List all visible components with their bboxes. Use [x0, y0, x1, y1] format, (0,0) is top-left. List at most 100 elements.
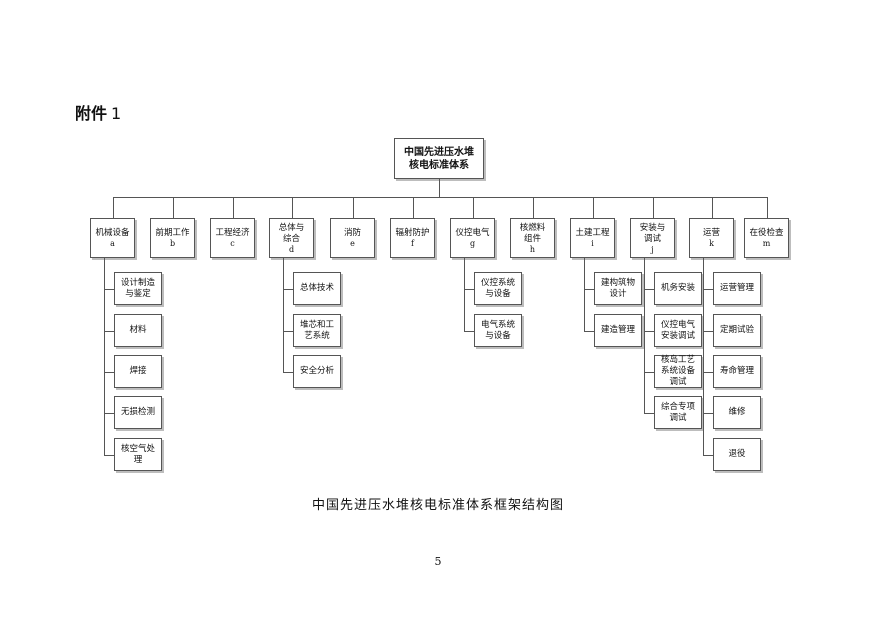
subitem-label: 机务安装 — [660, 283, 695, 293]
category-connector — [352, 197, 354, 218]
subitem-connector — [644, 412, 654, 414]
subitem-connector — [644, 288, 654, 290]
subitem-label: 与鉴定 — [125, 288, 151, 299]
category-name: 辐射防护 — [395, 228, 430, 238]
subitem-label: 调试 — [669, 412, 687, 423]
subitem-node: 焊接 — [114, 355, 162, 388]
subitem-node: 仪控系统与设备 — [474, 272, 522, 305]
subitem-label: 系统设备 — [660, 366, 695, 376]
subitem-label: 建造管理 — [600, 325, 635, 335]
category-name: 核燃料 — [519, 222, 546, 233]
subitem-node: 无损检测 — [114, 396, 162, 429]
subitem-label: 综合专项 — [660, 401, 695, 412]
subitem-connector — [283, 371, 293, 373]
subitem-label: 堆芯和工 — [299, 319, 334, 330]
category-code: b — [169, 239, 176, 248]
category-name: 土建工程 — [575, 228, 610, 238]
subitem-connector — [464, 288, 474, 290]
attachment-label: 附件 — [75, 104, 108, 123]
root-connector — [439, 179, 440, 197]
subitem-label: 定期试验 — [719, 325, 754, 335]
subitem-node: 材料 — [114, 314, 162, 347]
subitem-node: 退役 — [713, 438, 761, 471]
category-name: 总体与 — [278, 222, 305, 233]
category-code: g — [469, 239, 476, 248]
category-connector — [112, 197, 114, 218]
category-code: f — [411, 239, 414, 248]
category-code: d — [288, 244, 295, 254]
category-code: a — [110, 239, 115, 248]
category-connector — [652, 197, 654, 218]
category-code: h — [529, 244, 536, 254]
category-connector — [711, 197, 713, 218]
category-code: k — [709, 239, 714, 248]
subitem-node: 安全分析 — [293, 355, 341, 388]
subitem-connector — [104, 371, 114, 373]
root-line-2: 核电标准体系 — [409, 159, 469, 171]
category-connector — [291, 197, 293, 218]
subitem-connector — [584, 288, 594, 290]
category-code: e — [350, 239, 355, 248]
category-name: 工程经济 — [215, 228, 250, 238]
subitem-label: 核岛工艺 — [660, 355, 695, 365]
subitem-label: 与设备 — [485, 288, 511, 299]
category-name: 安装与 — [639, 222, 666, 233]
attachment-number: 1 — [111, 104, 122, 123]
subitem-node: 建造管理 — [594, 314, 642, 347]
subitem-label: 安装调试 — [660, 330, 695, 341]
subitem-node: 堆芯和工艺系统 — [293, 314, 341, 347]
subitem-label: 核空气处 — [120, 443, 155, 454]
subitem-spine — [644, 258, 645, 414]
category-name: 前期工作 — [155, 228, 190, 238]
category-bus-line — [112, 197, 768, 198]
subitem-connector — [104, 330, 114, 332]
subitem-label: 调试 — [669, 377, 687, 387]
subitem-connector — [703, 371, 713, 373]
subitem-label: 设计制造 — [120, 277, 155, 288]
subitem-node: 仪控电气安装调试 — [654, 314, 702, 347]
category-name: 在役检查 — [749, 228, 784, 238]
category-name: 运营 — [702, 228, 720, 238]
category-name: 仪控电气 — [455, 228, 490, 238]
root-line-1: 中国先进压水堆 — [404, 146, 474, 158]
subitem-label: 与设备 — [485, 330, 511, 341]
subitem-node: 核岛工艺系统设备调试 — [654, 355, 702, 388]
subitem-label: 建构筑物 — [600, 277, 635, 288]
subitem-label: 理 — [133, 454, 143, 465]
subitem-spine — [703, 258, 704, 456]
subitem-spine — [104, 258, 105, 456]
subitem-spine — [283, 258, 284, 373]
subitem-connector — [283, 288, 293, 290]
category-connector — [532, 197, 534, 218]
subitem-node: 定期试验 — [713, 314, 761, 347]
category-name: 调试 — [643, 233, 661, 244]
subitem-node: 总体技术 — [293, 272, 341, 305]
subitem-connector — [644, 330, 654, 332]
category-code: c — [230, 239, 235, 248]
subitem-label: 总体技术 — [299, 283, 334, 293]
subitem-spine — [464, 258, 465, 332]
page-number: 5 — [434, 555, 442, 568]
category-connector — [412, 197, 414, 218]
subitem-label: 维修 — [728, 407, 746, 417]
subitem-connector — [703, 412, 713, 414]
category-connector — [592, 197, 594, 218]
subitem-label: 仪控电气 — [660, 319, 695, 330]
category-name: 机械设备 — [95, 228, 130, 238]
subitem-connector — [703, 288, 713, 290]
subitem-spine — [584, 258, 585, 332]
subitem-node: 机务安装 — [654, 272, 702, 305]
subitem-label: 设计 — [609, 288, 627, 299]
subitem-label: 寿命管理 — [719, 366, 754, 376]
subitem-connector — [703, 330, 713, 332]
subitem-node: 综合专项调试 — [654, 396, 702, 429]
subitem-node: 维修 — [713, 396, 761, 429]
subitem-label: 仪控系统 — [480, 277, 515, 288]
